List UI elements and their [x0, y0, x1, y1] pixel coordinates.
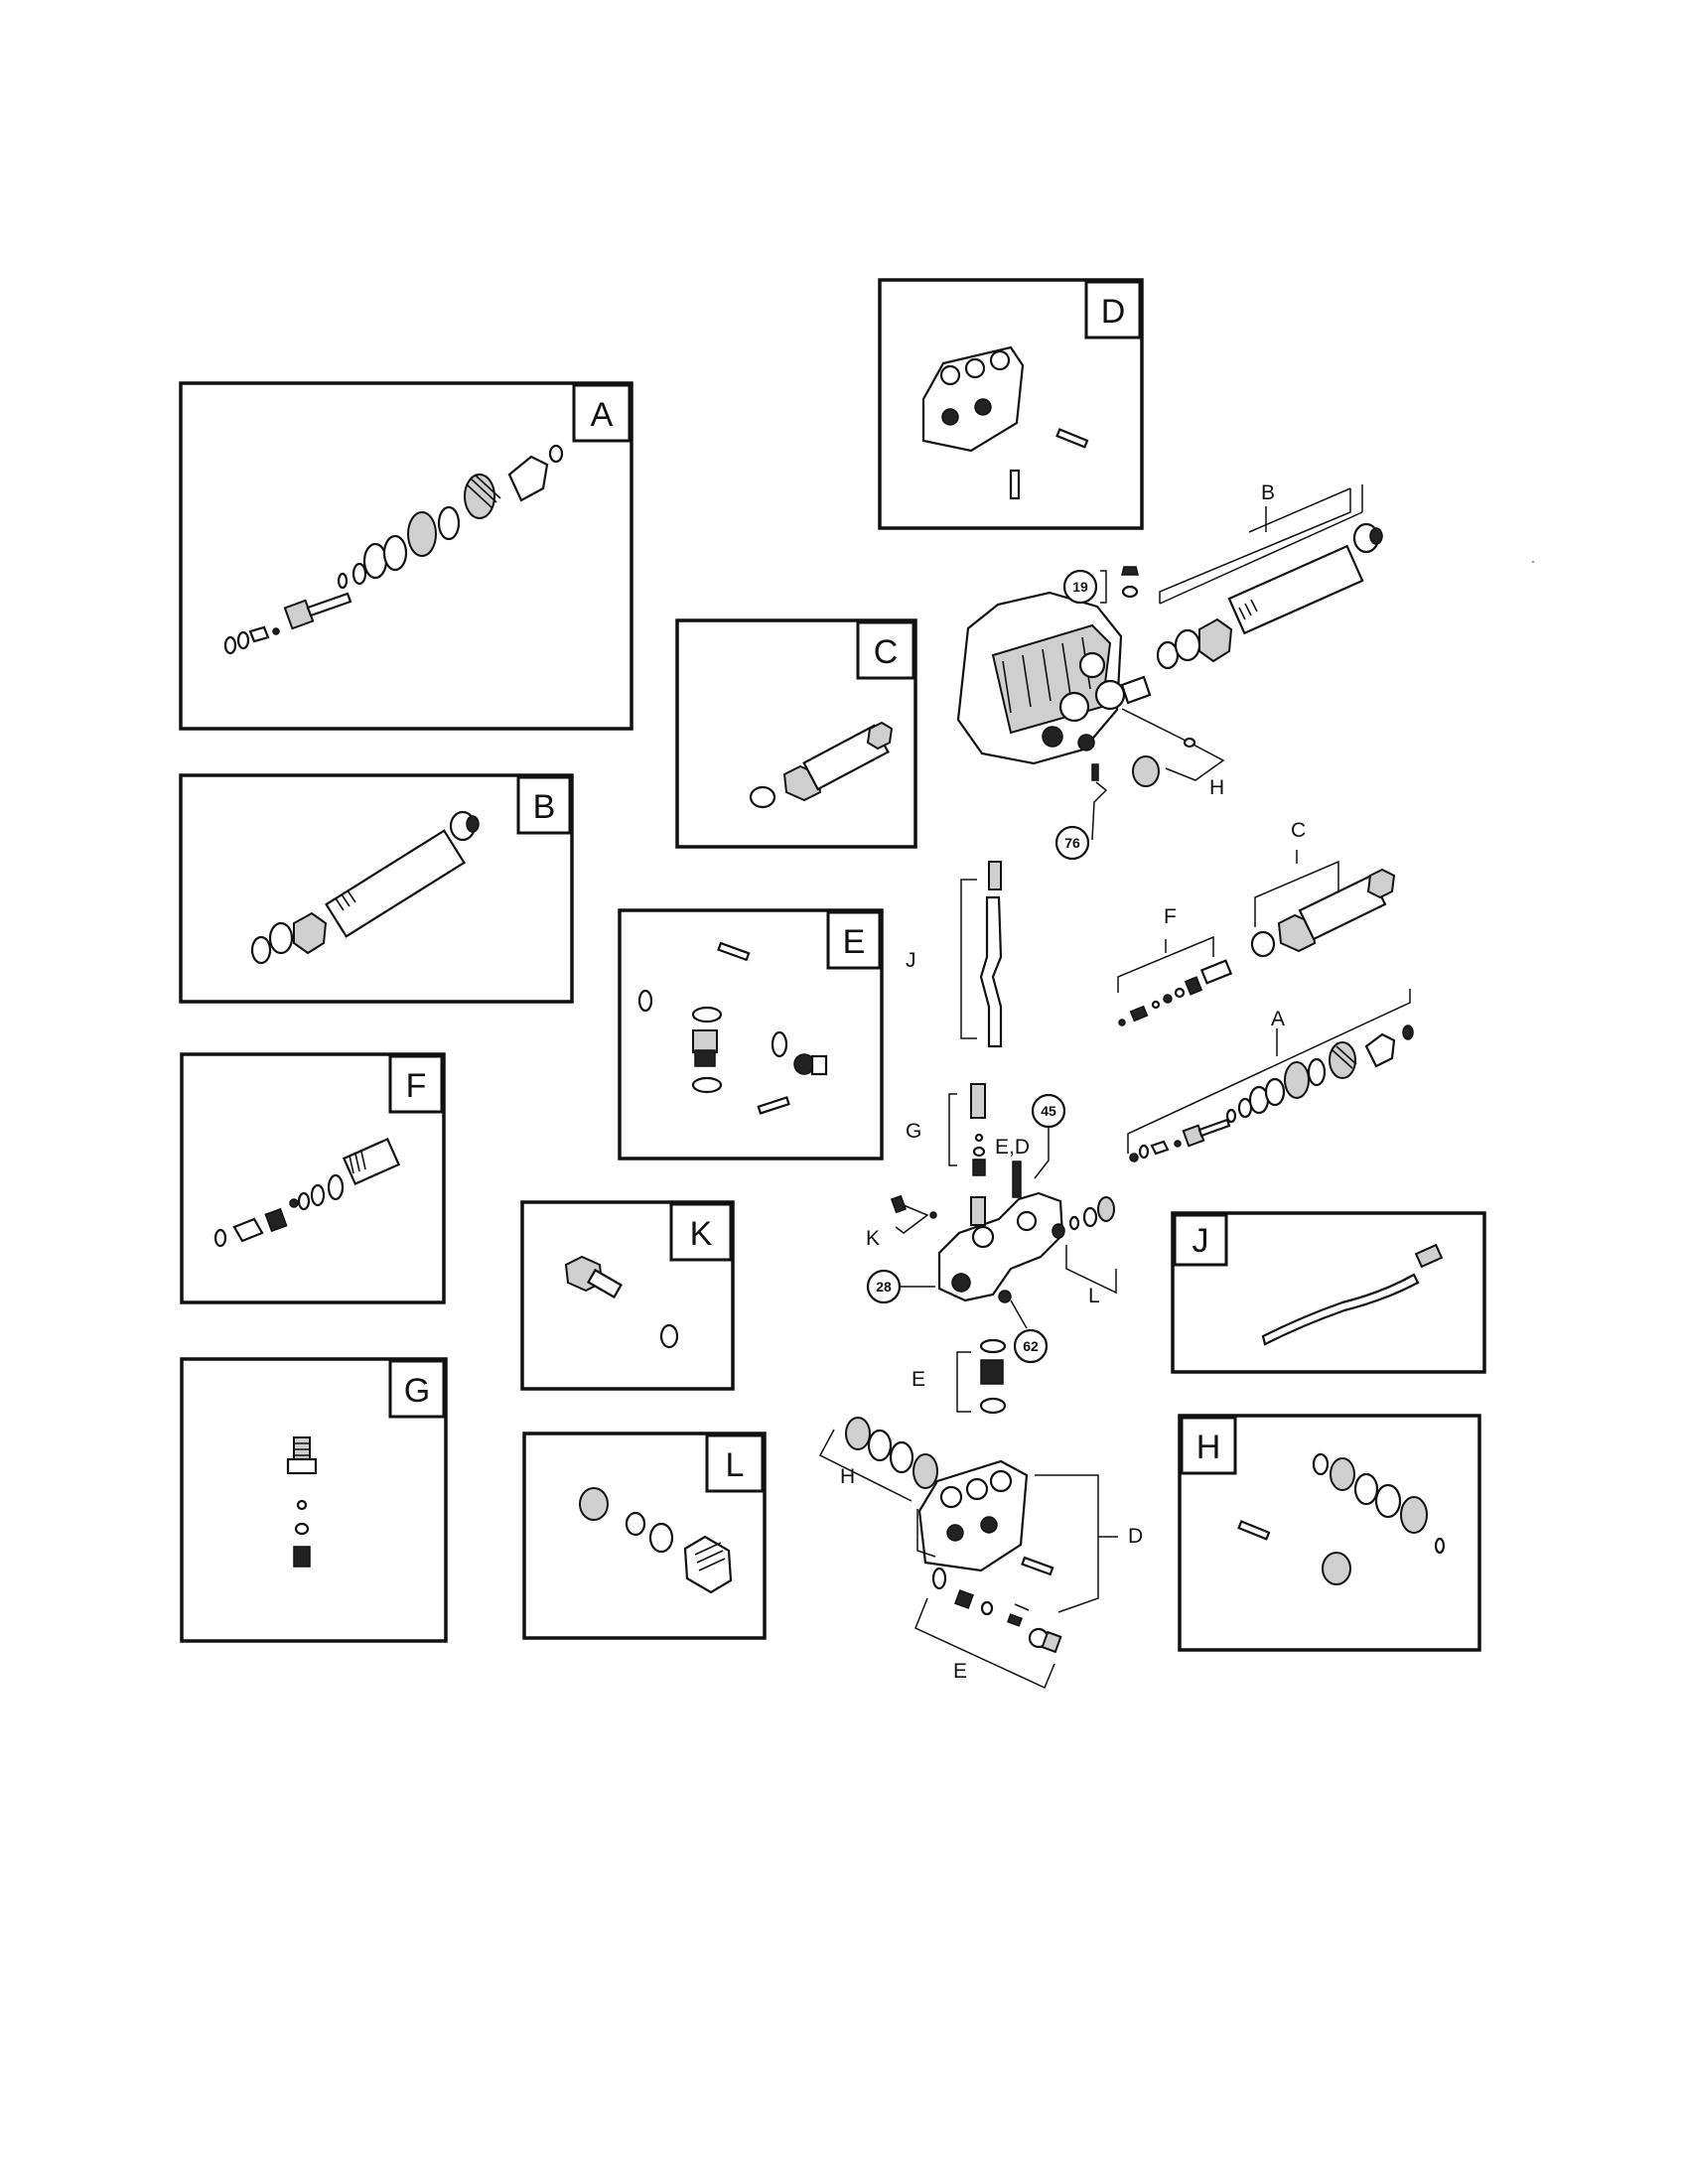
valve-kit-mid: E [912, 1338, 1007, 1415]
part-number-28: 28 [876, 1279, 892, 1295]
detail-box-c: C [675, 618, 917, 849]
detail-box-b: B [179, 773, 574, 1004]
inlet-fitting-k [564, 1255, 679, 1349]
callout-h-bottom: H [840, 1465, 855, 1488]
callout-62: 62 [998, 1290, 1049, 1364]
callout-f: F [1164, 905, 1177, 928]
part-number-62: 62 [1023, 1338, 1039, 1354]
callout-19: 19 [1062, 566, 1139, 605]
outlet-fitting-main: G [906, 1083, 986, 1176]
part-number-45: 45 [1041, 1103, 1056, 1119]
detail-box-k: K [520, 1200, 735, 1391]
valve-kit-e [637, 941, 828, 1115]
detail-box-b-label: B [533, 788, 556, 826]
callout-l: L [1088, 1285, 1100, 1307]
pump-crankcase [956, 591, 1152, 765]
bypass-tube-main: J [906, 861, 1003, 1048]
callout-c: C [1291, 819, 1306, 842]
manifold-assembly-d [921, 345, 1089, 500]
detail-box-a-label: A [591, 396, 614, 434]
detail-box-k-label: K [690, 1215, 713, 1253]
seal-group-lower: H [818, 1417, 938, 1502]
pump-head-lower [917, 1459, 1054, 1576]
detail-box-a: A [179, 381, 633, 731]
piston-seal-kit-main: L [1052, 1196, 1117, 1307]
scan-speck [1532, 561, 1534, 563]
callout-e-d-label: E,D [995, 1136, 1030, 1159]
callout-k: K [866, 1227, 880, 1250]
detail-box-h-label: H [1196, 1429, 1221, 1466]
piston-seal-kit-l [579, 1487, 733, 1594]
part-number-19: 19 [1072, 579, 1088, 595]
callout-45: 45 [1031, 1093, 1066, 1179]
callout-e-top: E [912, 1368, 925, 1391]
unloader-assembly-f [213, 1137, 401, 1248]
relief-valve-assembly-a [223, 444, 564, 655]
relief-valve-assembly-main: A [1127, 989, 1414, 1162]
callout-28: 28 [866, 1269, 935, 1304]
seal-group-upper: H [1121, 708, 1225, 799]
inlet-assembly-c [749, 721, 894, 809]
detail-box-e: E [618, 908, 884, 1160]
valve-kit-lower: E [914, 1567, 1062, 1690]
detail-box-f-label: F [406, 1067, 427, 1105]
detail-box-h: H [1178, 1414, 1481, 1652]
plunger-assembly-upper: B [1156, 481, 1383, 670]
detail-box-d-label: D [1101, 293, 1126, 331]
inlet-assembly-main: C [1250, 819, 1396, 958]
callout-d: D [1128, 1525, 1143, 1548]
detail-box-l-label: L [726, 1446, 745, 1484]
detail-box-j-label: J [1193, 1222, 1209, 1260]
outlet-fitting-g [286, 1436, 318, 1568]
detail-box-e-label: E [843, 923, 866, 961]
detail-box-f: F [180, 1052, 446, 1304]
part-number-76: 76 [1064, 835, 1080, 851]
callout-j: J [906, 949, 916, 972]
plunger-assembly-b [250, 810, 480, 965]
inlet-fitting-main: K [866, 1194, 937, 1250]
callout-e-d: E,D [995, 1136, 1030, 1198]
seal-kit-h [1237, 1452, 1446, 1585]
bypass-tube-j [1261, 1243, 1444, 1346]
pump-manifold-mid [937, 1191, 1064, 1302]
detail-box-j: J [1171, 1211, 1486, 1374]
detail-box-g: G [180, 1357, 448, 1643]
callout-76: 76 [1054, 763, 1108, 861]
detail-box-l: L [522, 1432, 767, 1640]
unloader-assembly-main: F [1117, 905, 1233, 1026]
callout-h-top: H [1209, 776, 1224, 799]
detail-box-d: D [878, 278, 1144, 530]
callout-e-bottom: E [953, 1660, 967, 1683]
detail-box-g-label: G [404, 1372, 430, 1410]
manifold-group-lower: D [916, 1474, 1143, 1613]
callout-b: B [1261, 481, 1275, 504]
callout-g: G [906, 1120, 921, 1143]
callout-a: A [1271, 1008, 1285, 1030]
detail-box-c-label: C [874, 633, 899, 671]
